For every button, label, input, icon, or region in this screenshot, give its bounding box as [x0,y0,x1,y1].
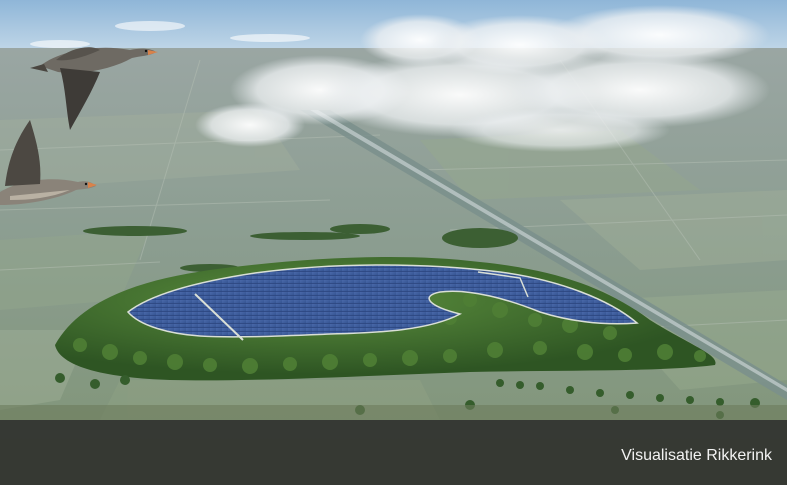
goose-icon [30,47,158,130]
goose-icon [0,120,97,205]
image-caption: Visualisatie Rikkerink [621,447,772,464]
caption-bar: Visualisatie Rikkerink [0,420,787,485]
